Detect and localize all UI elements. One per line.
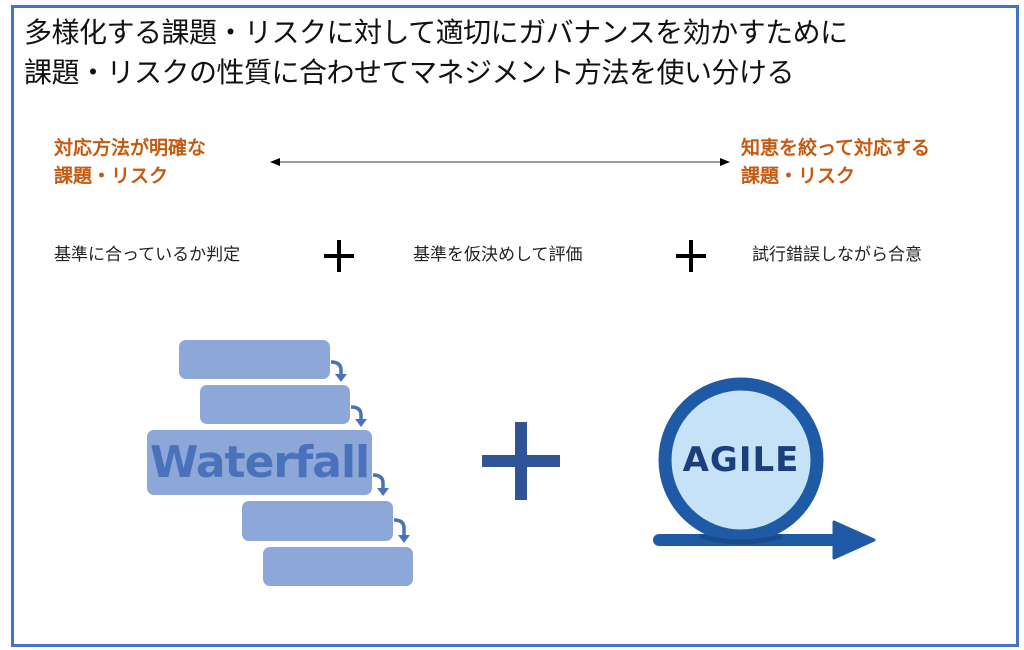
title-line-1: 多様化する課題・リスクに対して適切にガバナンスを効かすために — [24, 16, 848, 49]
waterfall-arrowhead — [377, 488, 389, 496]
left-label-line-2: 課題・リスク — [54, 165, 169, 187]
waterfall-label: Waterfall — [149, 437, 370, 488]
plus-icon — [676, 240, 706, 272]
waterfall-arrowhead — [398, 535, 410, 543]
waterfall-step-3 — [147, 430, 372, 495]
waterfall-arrowhead — [355, 419, 367, 427]
waterfall-down-arrow-icon — [393, 518, 406, 538]
agile-label: AGILE — [682, 440, 800, 480]
right-label-line-1: 知恵を絞って対応する — [741, 137, 931, 159]
approach-judge-criteria: 基準に合っているか判定 — [54, 245, 241, 265]
title-line-2: 課題・リスクの性質に合わせてマネジメント方法を使い分ける — [24, 56, 795, 89]
waterfall-down-arrow-icon — [372, 473, 385, 492]
waterfall-arrowhead — [335, 374, 347, 382]
agile-arrow-head — [832, 520, 876, 560]
plus-icon — [482, 422, 560, 500]
arrow-head-right — [720, 158, 730, 166]
waterfall-step-5 — [263, 547, 413, 586]
left-label-line-1: 対応方法が明確な — [54, 137, 207, 159]
right-spectrum-label: 知恵を絞って対応する 課題・リスク — [741, 134, 930, 190]
right-label-line-2: 課題・リスク — [741, 165, 856, 187]
waterfall-step-2 — [200, 385, 350, 424]
approach-provisional-criteria: 基準を仮決めして評価 — [413, 245, 583, 265]
agile-ring-overlap — [699, 533, 783, 545]
waterfall-down-arrow-icon — [350, 405, 363, 422]
slide-title: 多様化する課題・リスクに対して適切にガバナンスを効かすために 課題・リスクの性質… — [24, 13, 848, 93]
waterfall-arrows — [330, 360, 410, 543]
waterfall-step-4 — [242, 501, 393, 541]
left-spectrum-label: 対応方法が明確な 課題・リスク — [54, 134, 206, 190]
waterfall-down-arrow-icon — [330, 360, 343, 377]
plus-icon — [324, 240, 354, 272]
slide-frame — [11, 5, 1019, 647]
waterfall-step-1 — [179, 340, 330, 379]
agile-cycle-icon — [653, 377, 876, 560]
double-headed-arrow-icon — [270, 158, 730, 166]
arrow-head-left — [270, 158, 280, 166]
approach-trial-and-error: 試行錯誤しながら合意 — [752, 245, 922, 265]
